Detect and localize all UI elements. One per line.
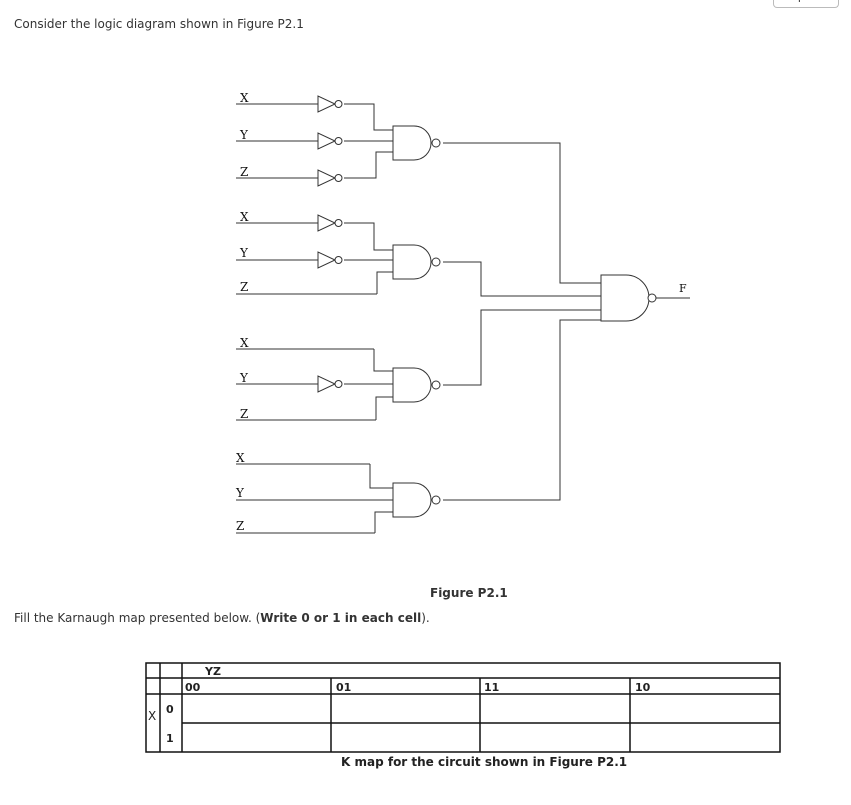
kmap-prompt: Fill the Karnaugh map presented below. (… [14, 611, 430, 625]
input-label-y4: Y [235, 486, 245, 500]
figure-caption: Figure P2.1 [430, 586, 508, 600]
kmap-caption: K map for the circuit shown in Figure P2… [341, 755, 628, 769]
input-label-y2: Y [239, 246, 249, 260]
kmap-cell-x1-yz00[interactable] [183, 724, 330, 751]
nand-gate-4 [392, 482, 441, 518]
input-label-z1: Z [240, 165, 248, 179]
kmap-cell-x1-yz10[interactable] [631, 724, 779, 751]
inverter-g1-y [317, 132, 343, 150]
kmap-prompt-end: ). [421, 611, 430, 625]
input-label-z4: Z [236, 519, 244, 533]
points-badge: 10 points [773, 0, 839, 8]
input-label-x4: X [236, 451, 245, 465]
kmap-cell-x0-yz10[interactable] [631, 695, 779, 722]
input-label-x3: X [240, 336, 249, 350]
output-label: F [679, 282, 687, 295]
input-label-x2: X [240, 210, 249, 224]
input-label-y3: Y [239, 371, 249, 385]
kmap-cell-x0-yz11[interactable] [481, 695, 629, 722]
input-label-y1: Y [239, 128, 249, 142]
nand-gate-1 [392, 125, 441, 161]
nand-gate-output [600, 274, 657, 322]
nand-gate-3 [392, 367, 441, 403]
question-prompt: Consider the logic diagram shown in Figu… [14, 17, 304, 31]
kmap-cell-x0-yz01[interactable] [332, 695, 479, 722]
nand-gate-2 [392, 244, 441, 280]
logic-diagram: X Y Z X Y Z X Y Z X Y Z F [235, 91, 690, 534]
kmap-cell-x1-yz11[interactable] [481, 724, 629, 751]
kmap-prompt-bold: Write 0 or 1 in each cell [260, 611, 422, 625]
kmap-cell-x1-yz01[interactable] [332, 724, 479, 751]
inverter-g2-y [317, 251, 343, 269]
input-label-x1: X [240, 91, 249, 105]
inverter-g2-x [317, 214, 343, 232]
kmap-cell-x0-yz00[interactable] [183, 695, 330, 722]
inverter-g1-x [317, 95, 343, 113]
kmap-prompt-text: Fill the Karnaugh map presented below. ( [14, 611, 261, 625]
inverter-g1-z [317, 169, 343, 187]
input-label-z2: Z [240, 280, 248, 294]
input-label-z3: Z [240, 407, 248, 421]
inverter-g3-y [317, 375, 343, 393]
